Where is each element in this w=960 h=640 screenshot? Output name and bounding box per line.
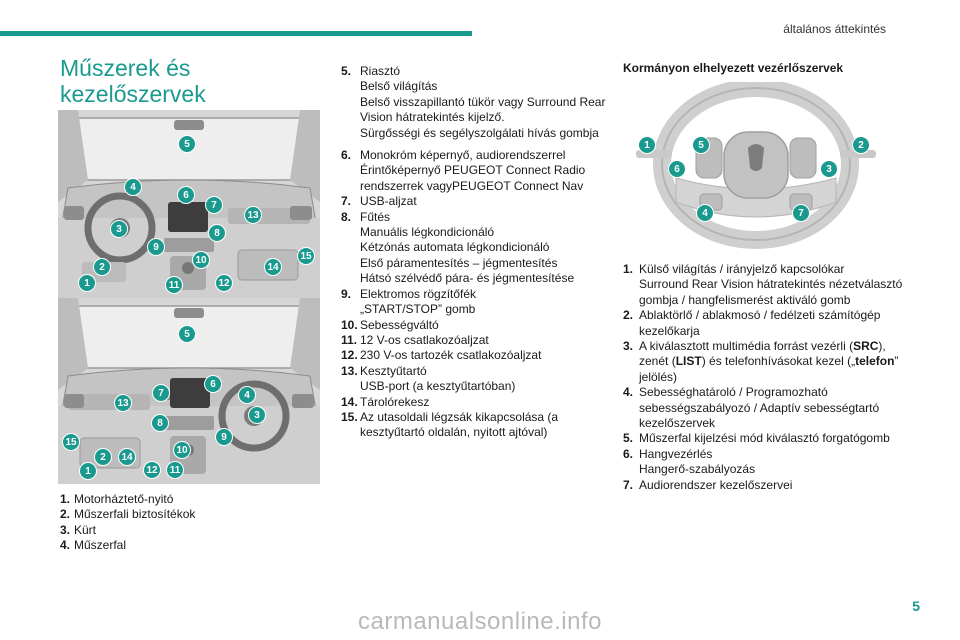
callout-badge: 3 [820,160,838,178]
callout-badge: 6 [204,375,222,393]
callout-badge: 8 [151,414,169,432]
watermark-text: carmanualsonline.info [358,608,602,635]
list-item: 12. 230 V-os tartozék csatlakozóaljzat [341,348,542,363]
callout-badge: 3 [248,406,266,424]
page-number: 5 [912,598,920,614]
callout-badge: 5 [692,136,710,154]
callout-badge: 7 [205,196,223,214]
list-item: 11. 12 V-os csatlakozóaljzat [341,332,489,347]
callout-badge: 4 [238,386,256,404]
list-item: 7. Audiorendszer kezelőszervei [623,477,793,492]
list-item: 1.Motorháztető-nyitó [60,492,174,506]
steering-wheel-figure: 1 5 6 2 3 4 7 [636,82,876,250]
callout-badge: 2 [93,258,111,276]
list-item: 13. Kesztyűtartó USB-port (a kesztyűtart… [341,363,516,394]
list-item: 5. Riasztó Belső világítás Belső visszap… [341,64,606,140]
callout-badge: 11 [165,276,183,294]
legend-list-middle: 5. Riasztó Belső világítás Belső visszap… [341,64,609,441]
callout-badge: 12 [215,274,233,292]
callout-badge: 2 [852,136,870,154]
callout-badge: 7 [792,204,810,222]
list-item: 5. Műszerfal kijelzési mód kiválasztó fo… [623,431,890,446]
list-item: 9. Elektromos rögzítőfék „START/STOP” go… [341,286,477,317]
callout-badge: 15 [62,433,80,451]
callout-badge: 9 [147,238,165,256]
list-item: 7. USB-aljzat [341,194,417,209]
callout-badge: 14 [118,448,136,466]
list-item: 2. Ablaktörlő / ablakmosó / fedélzeti sz… [623,308,881,338]
list-item: 1. Külső világítás / irányjelző kapcsoló… [623,262,903,307]
list-item: 3. A kiválasztott multimédia forrást vez… [623,339,899,384]
list-item: 14. Tárolórekesz [341,394,430,409]
callout-badge: 5 [178,135,196,153]
legend-list-left: 1.Motorháztető-nyitó 2.Műszerfali biztos… [60,492,320,554]
callout-badge: 1 [79,462,97,480]
list-item: 6. Hangvezérlés Hangerő-szabályozás [623,446,756,477]
callout-badge: 6 [177,186,195,204]
steering-controls-heading: Kormányon elhelyezett vezérlőszervek [623,61,844,75]
callout-badge: 7 [152,384,170,402]
list-item: 8. Fűtés Manuális légkondicionáló Kétzón… [341,209,575,286]
list-item: 10. Sebességváltó [341,317,439,332]
list-item: 4.Műszerfal [60,538,127,553]
callout-badge: 9 [215,428,233,446]
callout-badge: 14 [264,258,282,276]
header-accent-bar [0,31,472,36]
callout-badge: 5 [178,325,196,343]
page-title: Műszerek és kezelőszervek [60,55,206,107]
callout-badge: 1 [78,274,96,292]
callout-badge: 12 [143,461,161,479]
callout-badge: 2 [94,448,112,466]
list-item: 15. Az utasoldali légzsák kikapcsolása (… [341,409,559,440]
callout-badge: 4 [124,178,142,196]
callout-badge: 10 [173,441,191,459]
callout-badge: 13 [114,394,132,412]
callout-badge: 13 [244,206,262,224]
list-item: 3.Kürt [60,522,97,537]
callout-badge: 15 [297,247,315,265]
legend-list-right: 1. Külső világítás / irányjelző kapcsoló… [623,262,903,493]
callout-badge: 3 [110,220,128,238]
dashboard-figure-lhd: 5 4 6 7 13 3 8 9 10 2 14 15 1 11 12 [58,110,320,298]
callout-badge: 1 [638,136,656,154]
dashboard-figure-rhd: 5 6 7 4 13 3 8 9 15 10 2 14 1 12 11 [58,298,320,484]
list-item: 4. Sebességhatároló / Programozható sebe… [623,385,880,431]
section-title: általános áttekintés [783,22,886,36]
callout-badge: 8 [208,224,226,242]
callout-badge: 10 [192,251,210,269]
callout-badge: 4 [696,204,714,222]
list-item: 2.Műszerfali biztosítékok [60,507,196,522]
list-item: 6. Monokróm képernyő, audiorendszerrel É… [341,148,586,193]
callout-badge: 6 [668,160,686,178]
callout-badge: 11 [166,461,184,479]
